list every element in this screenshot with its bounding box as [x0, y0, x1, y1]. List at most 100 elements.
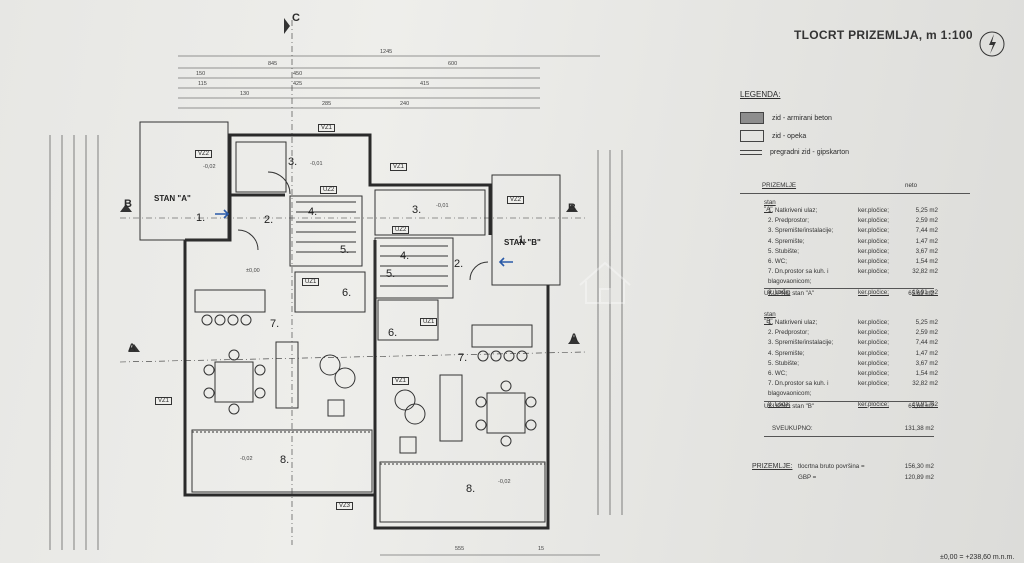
table-cell-area: 7,44 m2: [915, 227, 938, 235]
table-cell-finish: ker.pločice;: [858, 359, 889, 367]
footer-section: PRIZEMLJE:: [752, 463, 793, 470]
grand-total-label: SVEUKUPNO:: [772, 425, 813, 432]
stan-a-heading: stan "A": [764, 199, 776, 213]
table-cell-name: 5. Stubište;: [768, 359, 799, 367]
table-cell-name: 4. Spremište;: [768, 349, 805, 357]
window-tag: VZ1: [390, 163, 408, 171]
table-cell-finish: ker.pločice;: [858, 288, 889, 296]
divider: [740, 193, 970, 194]
room-number: 1.: [518, 234, 528, 246]
table-row: 2. Predprostor; ker.pločice; 2,59 m2: [768, 329, 938, 336]
table-cell-area: 1,47 m2: [915, 237, 938, 245]
top-dimension: 240: [400, 101, 410, 107]
total-value: 65,69 m2: [908, 403, 934, 410]
table-row: 5. Stubište; ker.pločice; 3,67 m2: [768, 248, 938, 255]
stan-b-total: UKUPNO stan "B" 65,69 m2: [764, 403, 934, 410]
room-number: 5.: [340, 244, 350, 256]
level-mark: -0,01: [310, 161, 323, 167]
legend-label: pregradni zid - gipskarton: [770, 149, 849, 156]
top-dimension: 150: [196, 71, 206, 77]
stan-b-label: STAN "B": [504, 238, 541, 247]
room-number: 2.: [454, 258, 464, 270]
house-watermark-icon: [579, 261, 631, 304]
table-cell-name: 8. Lođa;: [768, 288, 791, 296]
table-cell-finish: ker.pločice;: [858, 247, 889, 255]
divider: [764, 436, 934, 437]
window-tag: VZ2: [507, 196, 525, 204]
top-dimension: 285: [322, 101, 332, 107]
table-cell-area: 32,82 m2: [912, 268, 938, 276]
table-cell-area: 1,54 m2: [915, 370, 938, 377]
table-row: 6. WC;ker.pločice;1,54 m2: [768, 258, 938, 265]
table-cell-name: blagovaonicom;: [768, 278, 812, 286]
table-cell-finish: ker.pločice;: [858, 268, 889, 276]
table-cell-name: 1. Natkriveni ulaz;: [768, 207, 818, 214]
top-dimension: 1245: [380, 49, 393, 55]
table-row: 2. Predprostor;ker.pločice;2,59 m2: [768, 217, 938, 224]
top-dimension: 450: [293, 71, 303, 77]
section-marker-c: C: [292, 12, 300, 24]
table-cell-name: 7. Dn.prostor sa kuh. i: [768, 380, 829, 388]
table-cell-finish: ker.pločice;: [858, 339, 889, 347]
section-marker-a-left: A: [128, 342, 136, 354]
table-cell-name: 5. Stubište;: [768, 247, 799, 255]
table-cell-name: 6. WC;: [768, 258, 787, 265]
north-arrow-icon: [979, 31, 1005, 57]
table-cell-area: 5,25 m2: [915, 207, 938, 214]
table-cell-finish: ker.pločice;: [858, 349, 889, 357]
table-cell-area: 5,25 m2: [915, 319, 938, 326]
table-row: blagovaonicom;: [768, 278, 938, 285]
table-cell-finish: ker.pločice;: [858, 207, 889, 214]
drawing-title: TLOCRT PRIZEMLJA, m 1:100: [794, 28, 973, 42]
legend-label: zid - armirani beton: [772, 114, 832, 122]
table-cell-name: 2. Predprostor;: [768, 329, 809, 337]
table-cell-area: 10,91 m2: [912, 288, 938, 296]
level-mark: ±0,00: [246, 268, 260, 274]
table-row: 1. Natkriveni ulaz;ker.pločice;5,25 m2: [768, 319, 938, 326]
stan-b-heading: stan "B": [764, 311, 776, 325]
bottom-dimension: 555: [455, 546, 465, 552]
bottom-dimension: 15: [538, 546, 545, 552]
footer-label: GBP =: [798, 474, 817, 481]
section-marker-a-right: A: [570, 332, 578, 344]
footer-value: 156,30 m2: [904, 463, 934, 470]
table-cell-area: 3,67 m2: [915, 359, 938, 367]
room-number: 1.: [196, 212, 206, 224]
footer-value: 120,89 m2: [904, 474, 934, 481]
total-value: 65,69 m2: [908, 290, 934, 297]
table-row: 8. Lođa; ker.pločice; 10,91 m2: [768, 289, 938, 296]
table-cell-name: 1. Natkriveni ulaz;: [768, 319, 818, 326]
section-marker-b-left: B: [124, 198, 132, 210]
divider: [764, 288, 934, 289]
room-number: 3.: [412, 204, 422, 216]
table-row: 3. Spremište/instalacije;ker.pločice;7,4…: [768, 227, 938, 234]
legend-item-drywall: pregradni zid - gipskarton: [740, 149, 849, 156]
room-number: 4.: [308, 206, 318, 218]
table-cell-finish: ker.pločice;: [858, 329, 889, 337]
stan-a-label: STAN "A": [154, 194, 191, 203]
table-cell-name: 8. Lođa;: [768, 400, 791, 408]
top-dimension: 845: [268, 61, 278, 67]
table-cell-finish: ker.pločice;: [858, 217, 889, 225]
footer-label: tlocrtna bruto površina =: [798, 463, 865, 470]
table-cell-area: 2,59 m2: [915, 329, 938, 337]
table-cell-area: 3,67 m2: [915, 247, 938, 255]
top-dimension: 425: [293, 81, 303, 87]
footer-row-gbp: GBP = 120,89 m2: [798, 474, 934, 481]
table-cell-name: 6. WC;: [768, 370, 787, 377]
room-number: 7.: [270, 318, 280, 330]
concrete-swatch: [740, 112, 764, 124]
table-cell-name: 3. Spremište/instalacije;: [768, 227, 834, 235]
window-tag: UZ2: [392, 226, 410, 234]
window-tag: UZ1: [420, 318, 438, 326]
window-tag: VZ2: [195, 150, 213, 158]
table-cell-name: 7. Dn.prostor sa kuh. i: [768, 268, 829, 276]
table-cell-name: 3. Spremište/instalacije;: [768, 339, 834, 347]
table-section: PRIZEMLJE: [762, 182, 797, 189]
top-dimension: 600: [448, 61, 458, 67]
table-row: 6. WC;ker.pločice;1,54 m2: [768, 370, 938, 377]
room-number: 3.: [288, 156, 298, 168]
table-col-net: neto: [905, 182, 918, 189]
table-row: 5. Stubište; ker.pločice; 3,67 m2: [768, 360, 938, 367]
